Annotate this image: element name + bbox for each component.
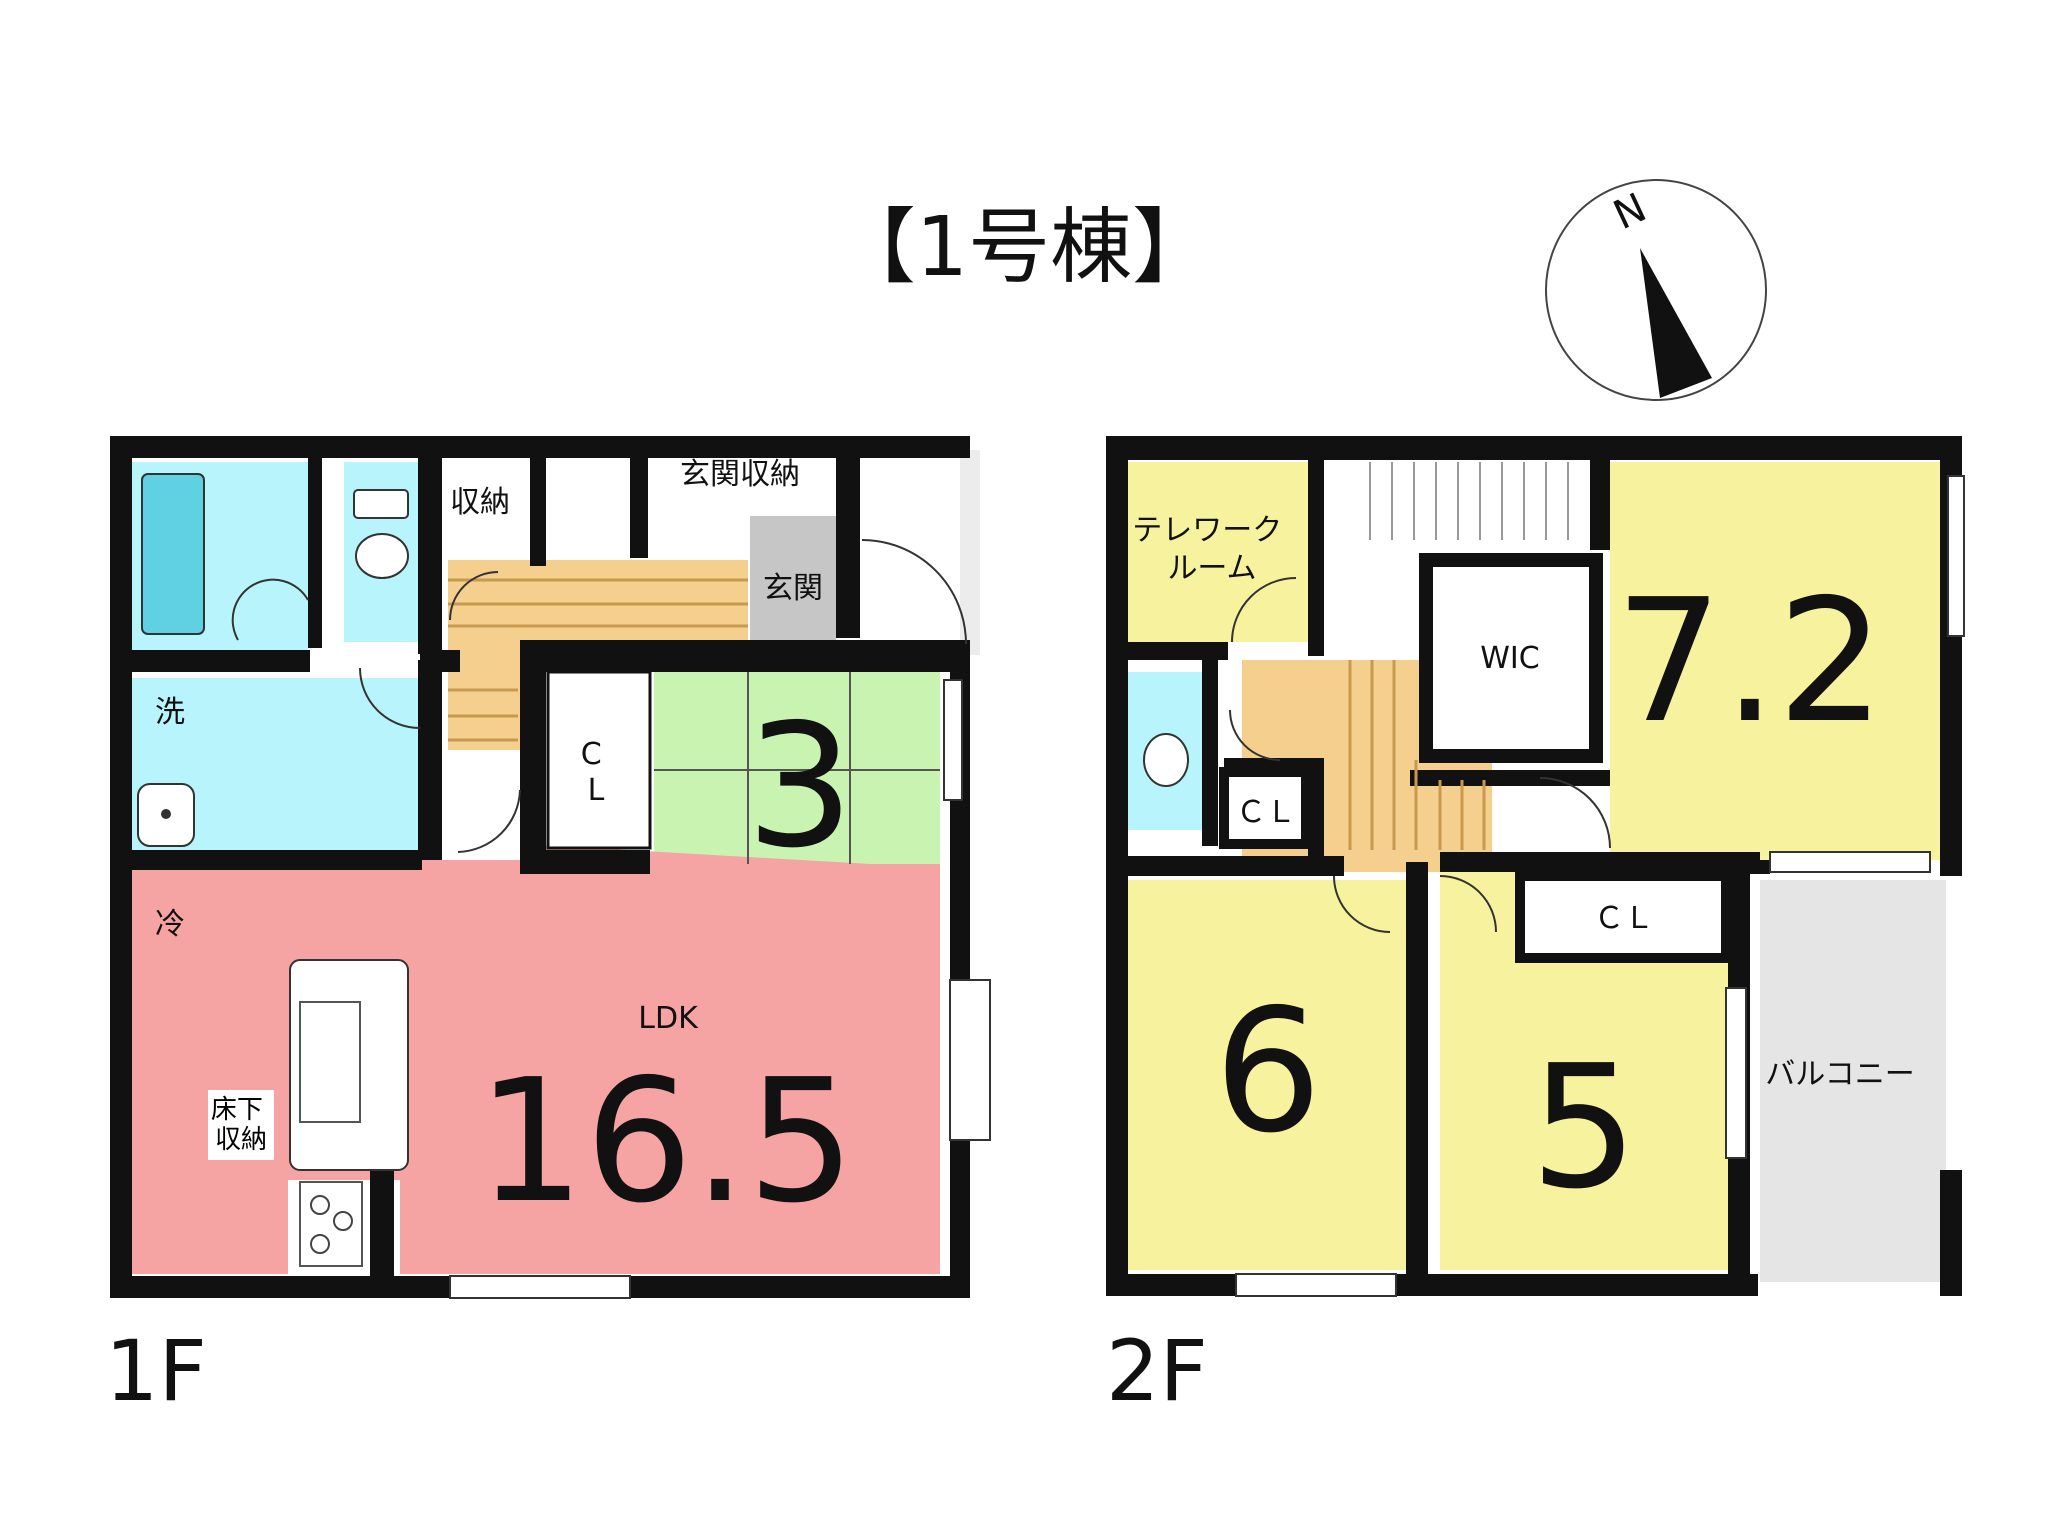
bathtub-icon bbox=[141, 473, 205, 635]
closet-1f-label-line2: L bbox=[588, 773, 605, 808]
balcony-label: バルコニー bbox=[1765, 1057, 1914, 1092]
washitsu-size: 3 bbox=[746, 688, 854, 886]
ldk-label: LDK bbox=[638, 1001, 699, 1036]
window-bed72 bbox=[1947, 475, 1965, 637]
telework-label: テレワーク ルーム bbox=[1132, 513, 1292, 586]
balcony bbox=[1760, 880, 1946, 1282]
toilet-2f-icon bbox=[1143, 733, 1189, 787]
window-bed6 bbox=[1235, 1273, 1397, 1297]
closet-2f-b-label: ＣＬ bbox=[1594, 901, 1654, 936]
bedroom-72 bbox=[1610, 462, 1940, 860]
floor-1f: 収納 玄関収納 玄関 洗 C L 3 冷 床下 収納 LDK 16.5 1F bbox=[105, 436, 991, 1420]
floor-2f-label: 2F bbox=[1106, 1322, 1208, 1420]
floor-2f: テレワーク ルーム WIC 7.2 ＣＬ ＣＬ 6 5 バルコニー 2F bbox=[1106, 436, 1965, 1420]
kitchen-sink-icon bbox=[299, 1001, 361, 1123]
closet-2f-b bbox=[1515, 871, 1731, 963]
wic-label: WIC bbox=[1480, 641, 1539, 676]
stove-icon bbox=[299, 1181, 363, 1267]
bedroom-6 bbox=[1128, 880, 1406, 1270]
closet-1f bbox=[546, 670, 652, 850]
entrance-porch bbox=[960, 450, 980, 655]
window-balcony bbox=[1725, 987, 1747, 1159]
window-ldk-east bbox=[949, 979, 991, 1141]
storage-room bbox=[444, 462, 530, 566]
closet-2f-a-label: ＣＬ bbox=[1236, 795, 1296, 830]
bedroom-72-size: 7.2 bbox=[1615, 563, 1885, 761]
entrance-storage-label: 玄関収納 bbox=[680, 457, 800, 492]
storage-label: 収納 bbox=[450, 485, 510, 520]
ldk-size: 16.5 bbox=[477, 1043, 856, 1241]
wic-room bbox=[1419, 553, 1603, 763]
compass-icon: N bbox=[1545, 179, 1767, 401]
closet-2f-a bbox=[1219, 767, 1311, 849]
window-ldk-south bbox=[449, 1275, 631, 1299]
fridge-label: 冷 bbox=[155, 907, 185, 942]
underfloor-label: 床下 収納 bbox=[211, 1095, 271, 1155]
window-washitsu bbox=[943, 679, 963, 801]
toilet-icon bbox=[355, 533, 409, 579]
floor-1f-label: 1F bbox=[105, 1322, 207, 1420]
closet-1f-label: C L bbox=[581, 737, 612, 808]
telework-room bbox=[1128, 462, 1308, 642]
window-bed72-south bbox=[1769, 851, 1931, 873]
closet-1f-label-line1: C bbox=[581, 737, 602, 772]
entrance-label: 玄関 bbox=[763, 571, 823, 606]
entrance-room bbox=[750, 516, 836, 640]
bedroom-6-size: 6 bbox=[1214, 973, 1322, 1171]
washroom-label: 洗 bbox=[155, 695, 185, 730]
plan-title: 【1号棟】 bbox=[834, 200, 1214, 295]
bedroom-5-size: 5 bbox=[1530, 1029, 1638, 1227]
